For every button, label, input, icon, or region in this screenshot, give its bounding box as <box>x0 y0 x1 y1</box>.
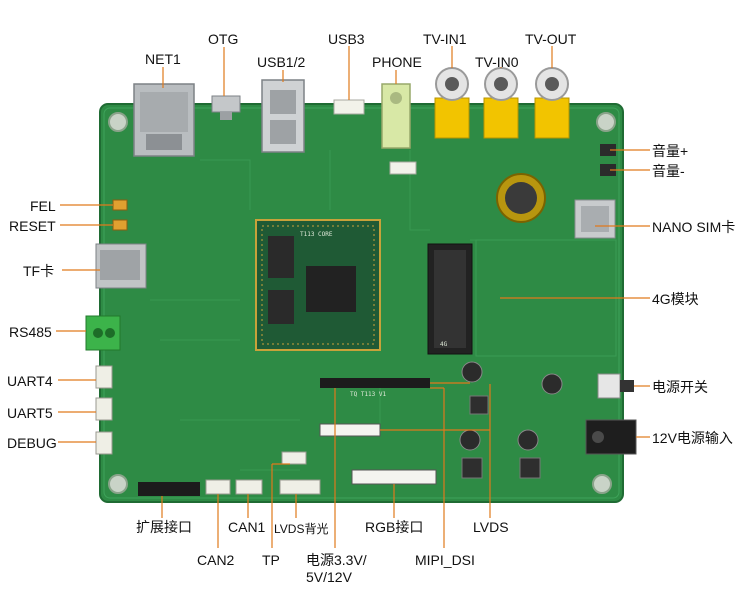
otg-connector <box>211 95 241 113</box>
soc-chip <box>306 266 356 312</box>
label-lvds-bl: LVDS背光 <box>274 522 329 536</box>
uart5-header <box>95 397 113 421</box>
reset-button <box>112 219 128 231</box>
mount-hole <box>108 112 128 132</box>
label-power-in: 12V电源输入 <box>652 430 733 446</box>
label-usb3: USB3 <box>328 31 365 47</box>
label-vol-down: 音量- <box>652 163 685 179</box>
capacitors <box>459 361 563 451</box>
label-fel: FEL <box>30 198 56 214</box>
label-lvds: LVDS <box>473 519 509 535</box>
inductors <box>461 395 541 479</box>
fel-button <box>112 199 128 211</box>
phone-header <box>389 161 417 175</box>
svg-text:TQ T113 V1: TQ T113 V1 <box>350 391 387 398</box>
label-tvout: TV-OUT <box>525 31 577 47</box>
rgb-fpc <box>351 469 437 485</box>
label-tvin1: TV-IN1 <box>423 31 467 47</box>
label-tp: TP <box>262 552 280 568</box>
rca-tvout <box>534 67 570 139</box>
memory-chip <box>268 290 294 324</box>
expansion-header <box>138 482 200 496</box>
label-ext: 扩展接口 <box>136 519 192 535</box>
label-nano-sim: NANO SIM卡 <box>652 219 736 235</box>
label-power-out-1: 电源3.3V/ <box>306 552 367 568</box>
can2-connector <box>205 479 231 495</box>
rca-tvin1 <box>434 67 470 139</box>
debug-header <box>95 431 113 455</box>
svg-text:4G: 4G <box>440 341 448 348</box>
label-can1: CAN1 <box>228 519 266 535</box>
volume-button <box>600 164 616 176</box>
tp-connector <box>281 451 307 465</box>
label-debug: DEBUG <box>7 435 57 451</box>
label-vol-up: 音量+ <box>652 143 689 159</box>
mount-hole <box>108 474 128 494</box>
label-usb12: USB1/2 <box>257 54 306 70</box>
memory-chip <box>268 236 294 278</box>
label-reset: RESET <box>9 218 56 234</box>
label-uart5: UART5 <box>7 405 53 421</box>
label-otg: OTG <box>208 31 239 47</box>
label-power-out-2: 5V/12V <box>306 569 352 585</box>
label-tvin0: TV-IN0 <box>475 54 519 70</box>
mipi-header <box>320 378 430 388</box>
label-can2: CAN2 <box>197 552 235 568</box>
rca-tvin0 <box>483 67 519 139</box>
can1-connector <box>235 479 263 495</box>
label-4g: 4G模块 <box>652 291 699 307</box>
usb3-header <box>333 99 365 115</box>
mount-hole <box>596 112 616 132</box>
uart4-header <box>95 365 113 389</box>
label-rgb: RGB接口 <box>365 519 424 535</box>
label-net1: NET1 <box>145 51 181 67</box>
label-power-switch: 电源开关 <box>652 379 708 395</box>
lvds-bl-connector <box>279 479 321 495</box>
label-mipi: MIPI_DSI <box>415 552 475 568</box>
volume-button <box>600 144 616 156</box>
svg-text:T113 CORE: T113 CORE <box>300 231 333 238</box>
label-rs485: RS485 <box>9 324 52 340</box>
mount-hole <box>592 474 612 494</box>
label-tf: TF卡 <box>23 263 55 279</box>
lvds-fpc <box>319 423 381 437</box>
label-phone: PHONE <box>372 54 422 70</box>
label-uart4: UART4 <box>7 373 53 389</box>
power-switch <box>597 373 621 399</box>
leader-lines <box>56 46 650 548</box>
